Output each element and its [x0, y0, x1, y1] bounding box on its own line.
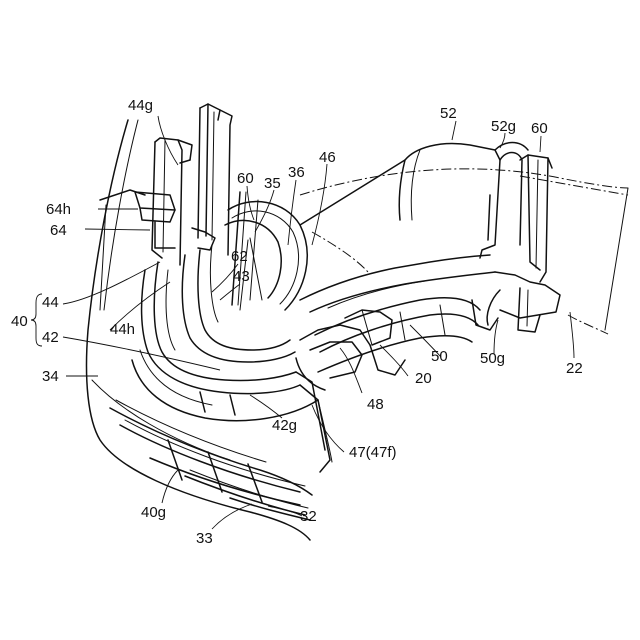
- label-50g: 50g: [480, 350, 505, 367]
- label-42g: 42g: [272, 417, 297, 434]
- clip-60: [472, 155, 560, 332]
- label-40: 40: [11, 313, 28, 330]
- label-22: 22: [566, 360, 583, 377]
- label-42: 42: [42, 329, 59, 346]
- lower-duct-50: [296, 298, 480, 390]
- label-33: 33: [196, 530, 213, 547]
- label-44: 44: [42, 294, 59, 311]
- label-47: 47(47f): [349, 444, 397, 461]
- duct-42-44: [132, 245, 332, 472]
- label-46: 46: [319, 149, 336, 166]
- label-44h: 44h: [110, 321, 135, 338]
- label-35: 35: [264, 175, 281, 192]
- label-40g: 40g: [141, 504, 166, 521]
- label-64: 64: [50, 222, 67, 239]
- leader-lines: [63, 116, 574, 529]
- label-34: 34: [42, 368, 59, 385]
- vertical-posts: [135, 104, 232, 265]
- label-20: 20: [415, 370, 432, 387]
- label-36: 36: [288, 164, 305, 181]
- label-60-right: 60: [531, 120, 548, 137]
- label-48: 48: [367, 396, 384, 413]
- label-64h: 64h: [46, 201, 71, 218]
- label-52g: 52g: [491, 118, 516, 135]
- body-phantom-lines: [300, 169, 628, 334]
- label-43: 43: [233, 268, 250, 285]
- bracket-40: [31, 294, 42, 346]
- label-44g: 44g: [128, 97, 153, 114]
- label-62: 62: [231, 248, 248, 265]
- label-50: 50: [431, 348, 448, 365]
- reference-labels: 44g 52 52g 60 46 60 35 36 64h 64 62 43 4…: [11, 97, 583, 547]
- label-60-left: 60: [237, 170, 254, 187]
- upper-duct-52: [300, 143, 528, 313]
- label-52: 52: [440, 105, 457, 122]
- label-32: 32: [300, 508, 317, 525]
